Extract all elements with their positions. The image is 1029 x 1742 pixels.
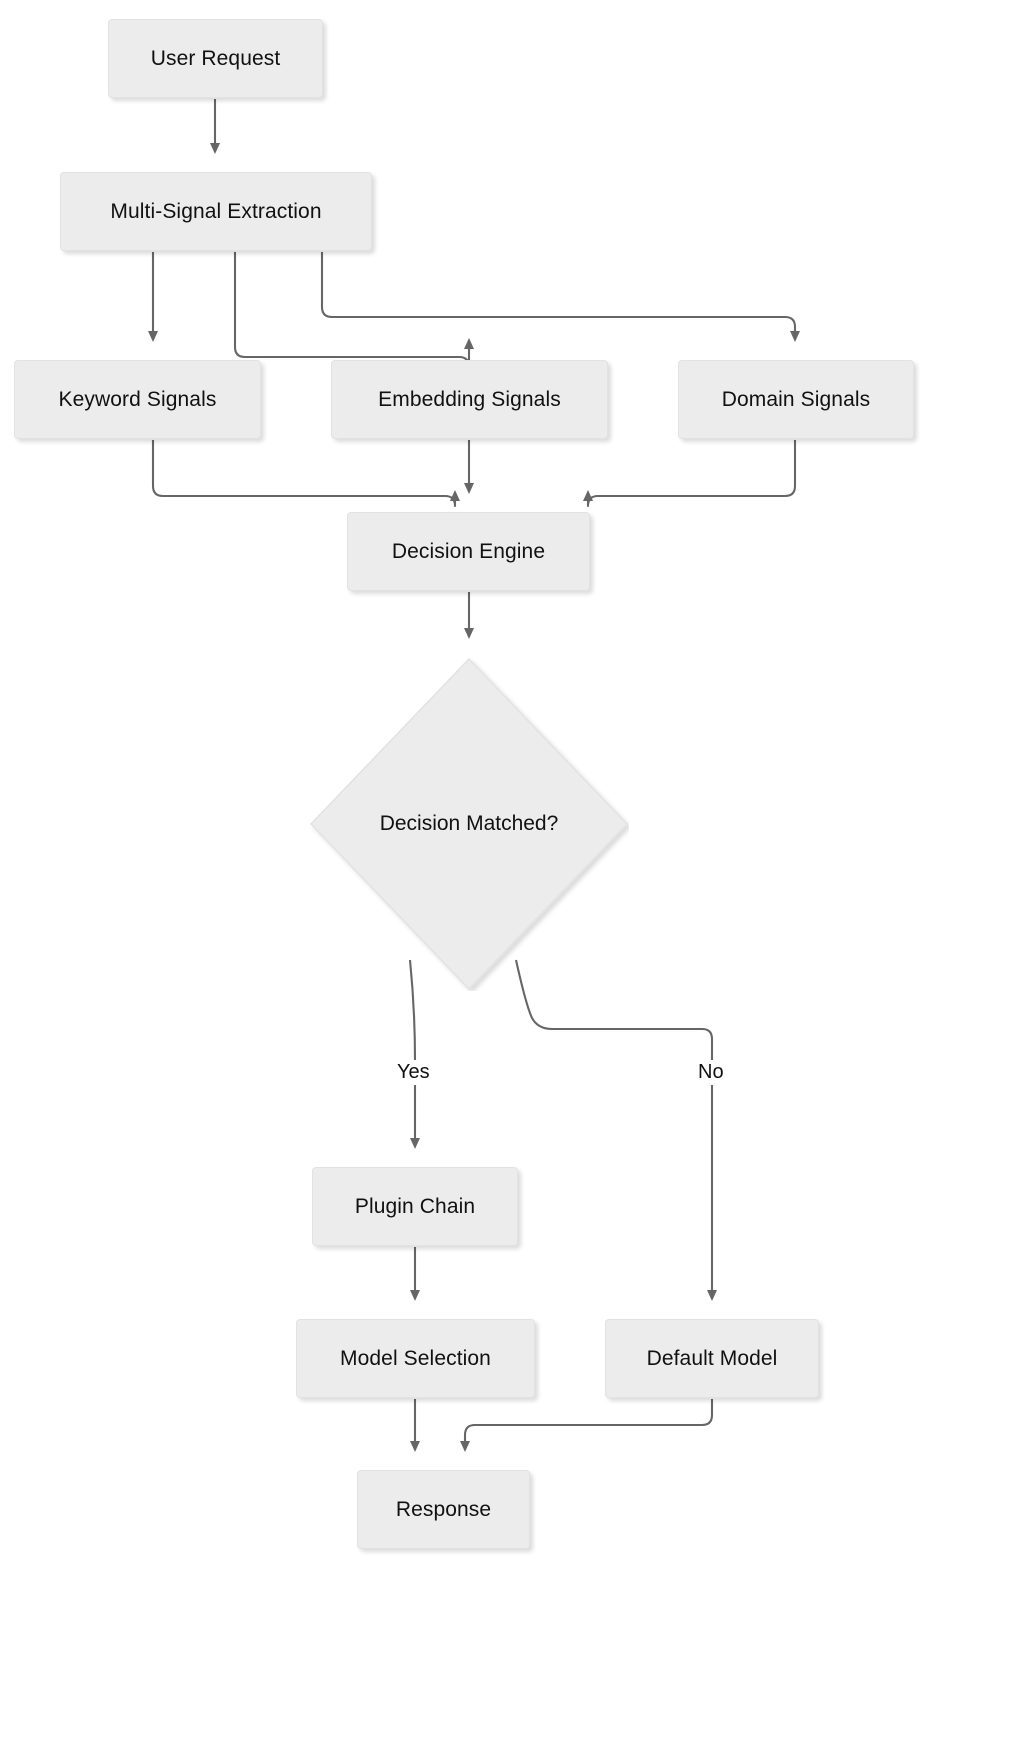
node-keyword-signals[interactable]: Keyword Signals xyxy=(14,360,261,439)
node-label: Model Selection xyxy=(340,1346,491,1370)
node-label: Keyword Signals xyxy=(58,387,217,411)
edge-domain-to-decision-engine xyxy=(583,440,797,508)
edge-decision-matched-yes-to-plugin-chain xyxy=(408,959,420,1149)
node-label: Plugin Chain xyxy=(354,1194,476,1218)
edge-default-model-to-response xyxy=(460,1399,714,1452)
node-label: Default Model xyxy=(646,1346,778,1370)
node-label: Decision Engine xyxy=(391,539,546,563)
edge-multi-signal-to-domain xyxy=(320,252,800,342)
node-default-model[interactable]: Default Model xyxy=(605,1319,819,1398)
node-decision-matched[interactable]: Decision Matched? xyxy=(309,657,629,991)
node-label: Decision Matched? xyxy=(379,812,559,835)
node-response[interactable]: Response xyxy=(357,1470,530,1549)
node-label: Multi-Signal Extraction xyxy=(110,199,322,223)
node-label: Embedding Signals xyxy=(378,387,561,411)
node-decision-engine[interactable]: Decision Engine xyxy=(347,512,590,591)
node-multi-signal-extraction[interactable]: Multi-Signal Extraction xyxy=(60,172,372,251)
node-label: Response xyxy=(395,1497,492,1521)
node-model-selection[interactable]: Model Selection xyxy=(296,1319,535,1398)
edge-label-no: No xyxy=(694,1060,728,1085)
node-plugin-chain[interactable]: Plugin Chain xyxy=(312,1167,518,1246)
node-label: Domain Signals xyxy=(721,387,871,411)
edge-label-yes: Yes xyxy=(393,1060,434,1085)
node-domain-signals[interactable]: Domain Signals xyxy=(678,360,914,439)
edge-keyword-to-decision-engine xyxy=(151,440,460,508)
node-embedding-signals[interactable]: Embedding Signals xyxy=(331,360,608,439)
node-label: User Request xyxy=(150,46,281,70)
node-user-request[interactable]: User Request xyxy=(108,19,323,98)
edge-multi-signal-to-embedding xyxy=(233,252,474,369)
edge-decision-matched-no-to-default-model xyxy=(514,959,717,1301)
diamond-shape xyxy=(309,657,629,991)
